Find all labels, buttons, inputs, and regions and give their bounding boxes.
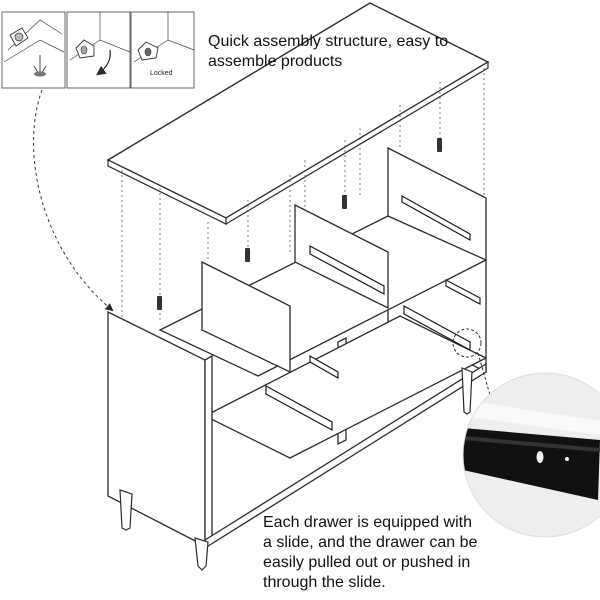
dowel-pins: [157, 138, 442, 310]
assembly-caption: Quick assembly structure, easy to assemb…: [208, 33, 449, 70]
zoom-detail: [462, 372, 600, 538]
callout-dashed-curve: [33, 89, 114, 312]
cabinet-legs: [119, 367, 473, 571]
drawer-slide-caption: Each drawer is equipped with a slide, an…: [263, 514, 478, 591]
top-panel: [106, 2, 490, 226]
drawer-slides: [265, 194, 481, 432]
step-inset-3: Locked: [130, 11, 195, 89]
zoom-target-circle: [452, 328, 482, 358]
step-inset-2: [66, 11, 131, 89]
step-inset-1: [1, 11, 66, 89]
zoom-connector: [477, 352, 491, 396]
step-inset-3-label: Locked: [150, 70, 173, 77]
